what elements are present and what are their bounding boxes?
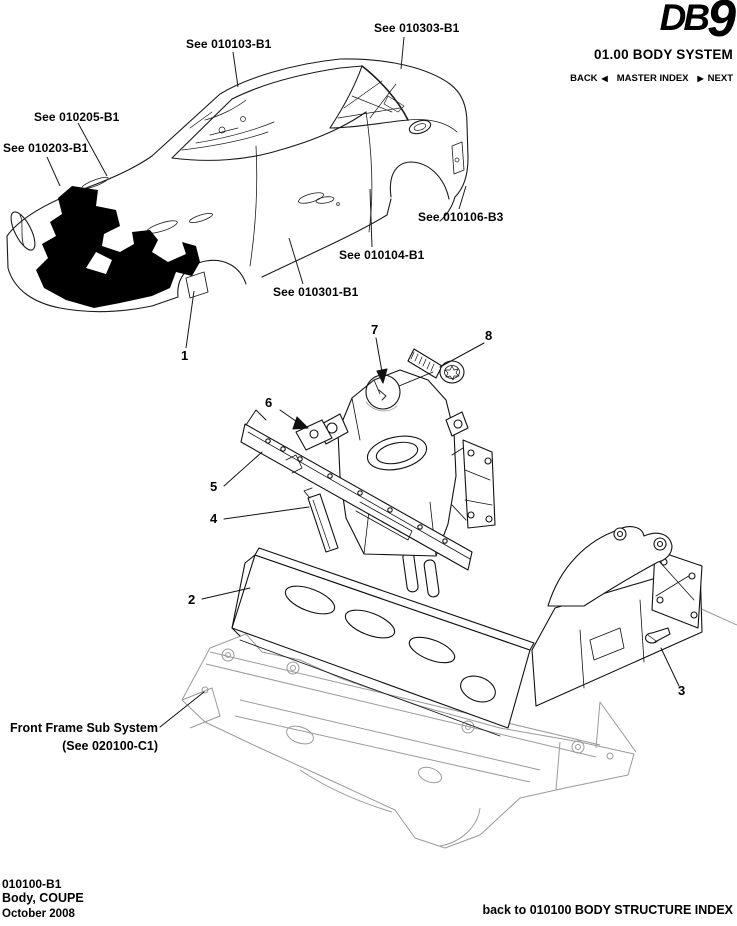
part-number-6: 6 — [265, 395, 273, 410]
nav-back-button[interactable]: BACK◀ — [570, 73, 608, 84]
callout-leader-lines — [46, 36, 467, 349]
footer-back-link[interactable]: back to 010100 BODY STRUCTURE INDEX — [482, 903, 733, 917]
next-arrow-icon: ▶ — [697, 74, 704, 83]
part-number-5: 5 — [210, 479, 218, 494]
nav-master-index-button[interactable]: MASTER INDEX — [617, 73, 689, 84]
callout-see-010301-b1[interactable]: See 010301-B1 — [273, 285, 359, 299]
footer-doc-date: October 2008 — [2, 908, 75, 920]
page-header: DB9 01.00 BODY SYSTEM BACK◀ MASTER INDEX… — [570, 0, 736, 84]
part-number-2: 2 — [188, 592, 196, 607]
callout-see-010303-b1[interactable]: See 010303-B1 — [374, 21, 460, 35]
callout-see-010106-b3[interactable]: See 010106-B3 — [418, 210, 504, 224]
logo-9-text: 9 — [707, 0, 736, 48]
car-body-drawing — [6, 58, 469, 313]
part-number-8: 8 — [485, 328, 493, 343]
nav-bar: BACK◀ MASTER INDEX ▶NEXT — [570, 73, 733, 84]
frame-cutout — [86, 252, 112, 274]
front-frame-label-line2[interactable]: (See 020100-C1) — [62, 739, 158, 753]
page-title: 01.00 BODY SYSTEM — [594, 47, 733, 62]
nav-master-index-label: MASTER INDEX — [616, 73, 689, 84]
callout-see-010205-b1[interactable]: See 010205-B1 — [34, 110, 120, 124]
nav-next-button[interactable]: ▶NEXT — [698, 73, 734, 84]
front-frame-subsystem-label: Front Frame Sub System (See 020100-C1) — [6, 719, 158, 755]
footer-doc-number: 010100-B1 — [2, 877, 62, 891]
part-number-7: 7 — [371, 322, 379, 337]
back-arrow-icon: ◀ — [601, 74, 608, 83]
nav-back-label: BACK — [570, 73, 598, 84]
part-number-4: 4 — [210, 511, 218, 526]
highlighted-front-frame-area — [36, 186, 200, 308]
callout-see-010104-b1[interactable]: See 010104-B1 — [339, 248, 425, 262]
callout-see-010203-b1[interactable]: See 010203-B1 — [3, 141, 89, 155]
front-frame-assembly-drawing — [159, 337, 703, 737]
nav-next-label: NEXT — [707, 73, 733, 84]
front-frame-label-line1: Front Frame Sub System — [10, 721, 158, 735]
footer-document-info: 010100-B1 Body, COUPE October 2008 — [2, 877, 84, 921]
logo-db-text: DB — [659, 0, 710, 38]
part-number-1: 1 — [181, 348, 189, 363]
part-number-3: 3 — [678, 683, 686, 698]
db9-logo: DB9 — [570, 0, 736, 45]
front-subframe-drawing — [181, 606, 737, 849]
callout-see-010103-b1[interactable]: See 010103-B1 — [186, 37, 272, 51]
footer-doc-title: Body, COUPE — [2, 891, 84, 905]
